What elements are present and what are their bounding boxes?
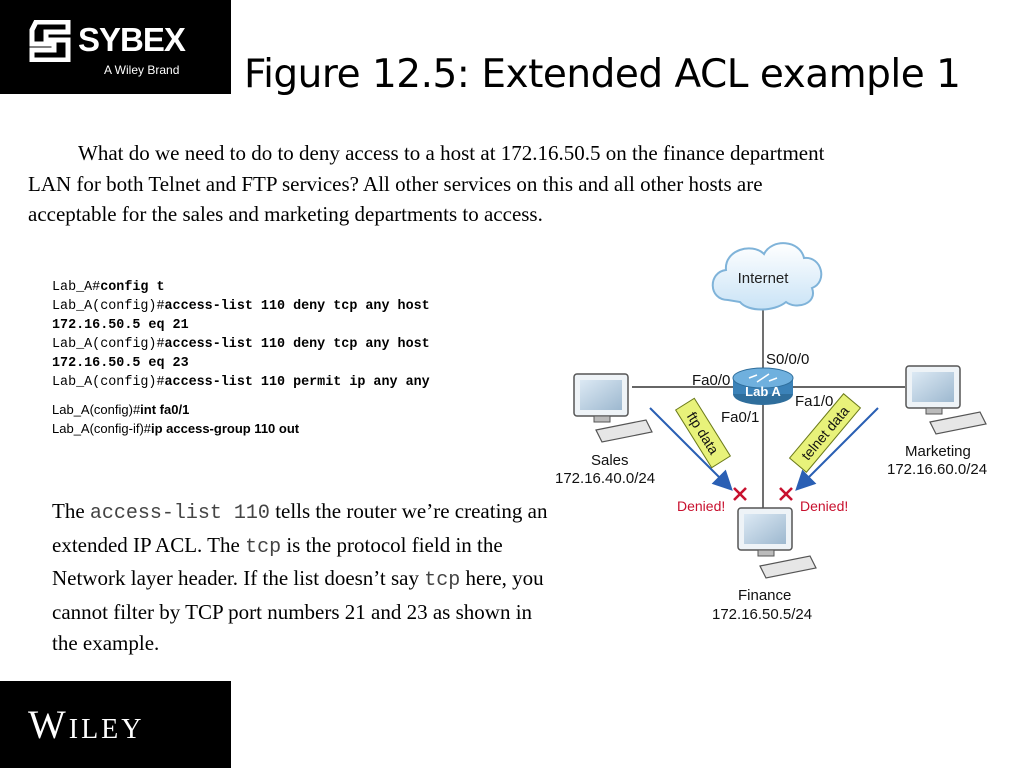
code-command: access-list 110 deny tcp any host [164,337,430,352]
explanation-text: The [52,499,90,523]
sybex-logo: SYBEX A Wiley Brand [0,0,231,94]
iface-s000-label: S0/0/0 [766,351,809,368]
marketing-pc-icon [905,365,987,435]
code-prompt: Lab_A(config)# [52,375,165,390]
explanation-text: here, you cannot filter by TCP port numb… [52,566,544,655]
code-command: access-list 110 permit ip any any [164,375,430,390]
iface-fa00-label: Fa0/0 [692,372,730,389]
code-command: ip access-group 110 out [151,421,300,436]
code-line: 172.16.50.5 eq 23 [52,354,522,373]
sybex-tagline: A Wiley Brand [104,63,180,77]
wiley-logo: Wiley [0,681,231,768]
sales-label: Sales [591,452,629,469]
router-icon: Lab A [732,367,794,405]
code-line: Lab_A(config)#access-list 110 permit ip … [52,373,522,392]
finance-network-label: 172.16.50.5/24 [712,606,812,623]
denied-ftp-label: Denied! [677,498,725,514]
code-prompt: Lab_A(config)# [52,402,141,417]
code-prompt: Lab_A(config-if)# [52,421,151,436]
code-command: 172.16.50.5 eq 23 [52,356,189,371]
denied-x-icon [733,487,747,501]
code-command: int fa0/1 [140,402,190,417]
inline-code: access-list 110 [89,502,270,525]
code-line: Lab_A(config)#int fa0/1 [52,400,299,419]
sybex-mark-icon [29,20,71,62]
interface-code-block: Lab_A(config)#int fa0/1 Lab_A(config-if)… [52,400,299,438]
router-label: Lab A [745,384,781,399]
explanation-text: tells the router we’re creating an exten… [52,499,548,557]
internet-label: Internet [738,270,790,287]
iface-fa10-label: Fa1/0 [795,393,833,410]
telnet-data-label: telnet data [798,403,852,464]
code-prompt: Lab_A(config)# [52,299,165,314]
code-line: Lab_A(config)#access-list 110 deny tcp a… [52,297,522,316]
code-line: 172.16.50.5 eq 21 [52,316,522,335]
marketing-network-label: 172.16.60.0/24 [887,461,987,478]
denied-x-icon [779,487,793,501]
telnet-arrow-icon [795,407,879,491]
iface-fa01-label: Fa0/1 [721,409,759,426]
code-command: 172.16.50.5 eq 21 [52,318,189,333]
code-prompt: Lab_A# [52,280,101,295]
wiley-wordmark: Wiley [28,702,145,747]
code-line: Lab_A(config)#access-list 110 deny tcp a… [52,335,522,354]
explanation-paragraph: The access-list 110 tells the router we’… [52,496,558,660]
sales-pc-icon [573,373,653,443]
finance-label: Finance [738,587,791,604]
code-command: access-list 110 deny tcp any host [164,299,430,314]
config-code-block: Lab_A#config t Lab_A(config)#access-list… [52,278,522,392]
explanation-text: is the protocol field in the Network lay… [52,532,503,591]
ftp-arrow-icon [649,407,733,491]
code-line: Lab_A#config t [52,278,522,297]
code-line: Lab_A(config-if)#ip access-group 110 out [52,419,299,438]
internet-cloud-icon: Internet [711,242,823,311]
inline-code: tcp [245,535,282,559]
marketing-label: Marketing [905,443,971,460]
code-prompt: Lab_A(config)# [52,337,165,352]
finance-pc-icon [737,507,817,579]
network-links [632,306,905,508]
page-title: Figure 12.5: Extended ACL example 1 [244,52,961,97]
intro-paragraph: What do we need to do to deny access to … [28,141,825,226]
sales-network-label: 172.16.40.0/24 [555,470,655,487]
inline-code: tcp [424,569,461,592]
code-command: config t [100,280,165,295]
sybex-wordmark: SYBEX [78,21,186,58]
denied-telnet-label: Denied! [800,498,848,514]
